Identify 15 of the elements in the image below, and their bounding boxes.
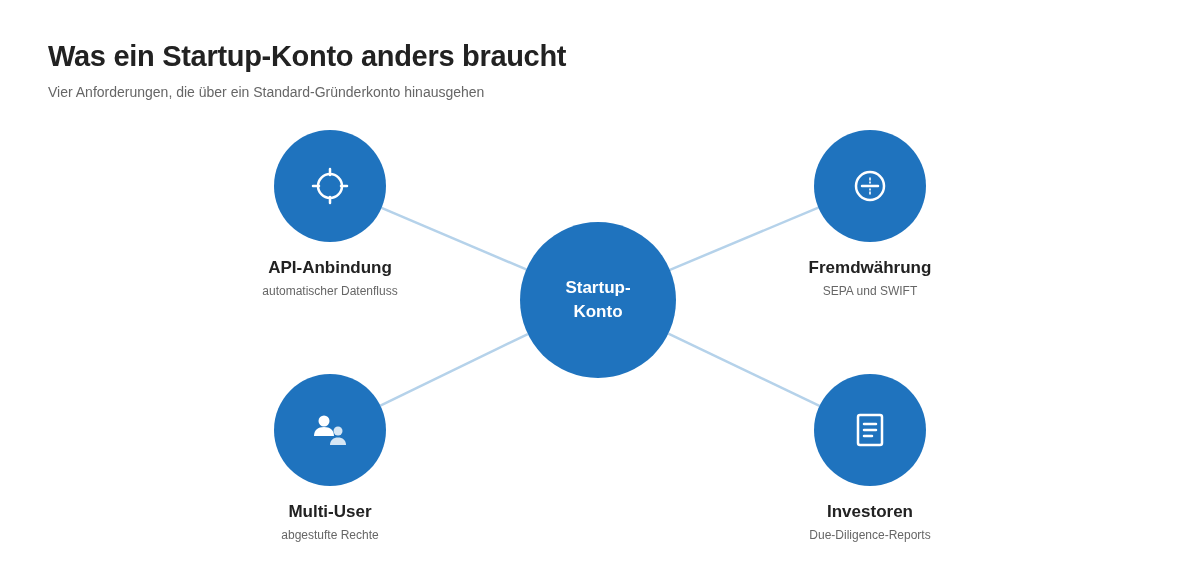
node-label: Startup-Konto: [564, 277, 632, 323]
node-description: automatischer Datenfluss: [262, 284, 398, 298]
connector-line: [379, 332, 529, 407]
node-description: abgestufte Rechte: [281, 528, 379, 542]
node-title: Investoren: [827, 502, 913, 522]
connector-line: [667, 332, 820, 407]
subtitle: Vier Anforderungen, die über ein Standard-Gründerkonto hinausgehen: [48, 84, 485, 100]
node-title: Multi-User: [288, 502, 372, 522]
node-title: API-Anbindung: [268, 258, 392, 278]
connector-line: [669, 206, 819, 271]
connector-line: [381, 206, 527, 271]
node-description: Due-Diligence-Reports: [809, 528, 931, 542]
node-description: SEPA und SWIFT: [822, 284, 918, 298]
node-title: Fremdwährung: [808, 258, 932, 278]
title: Was ein Startup-Konto anders braucht: [48, 40, 567, 73]
